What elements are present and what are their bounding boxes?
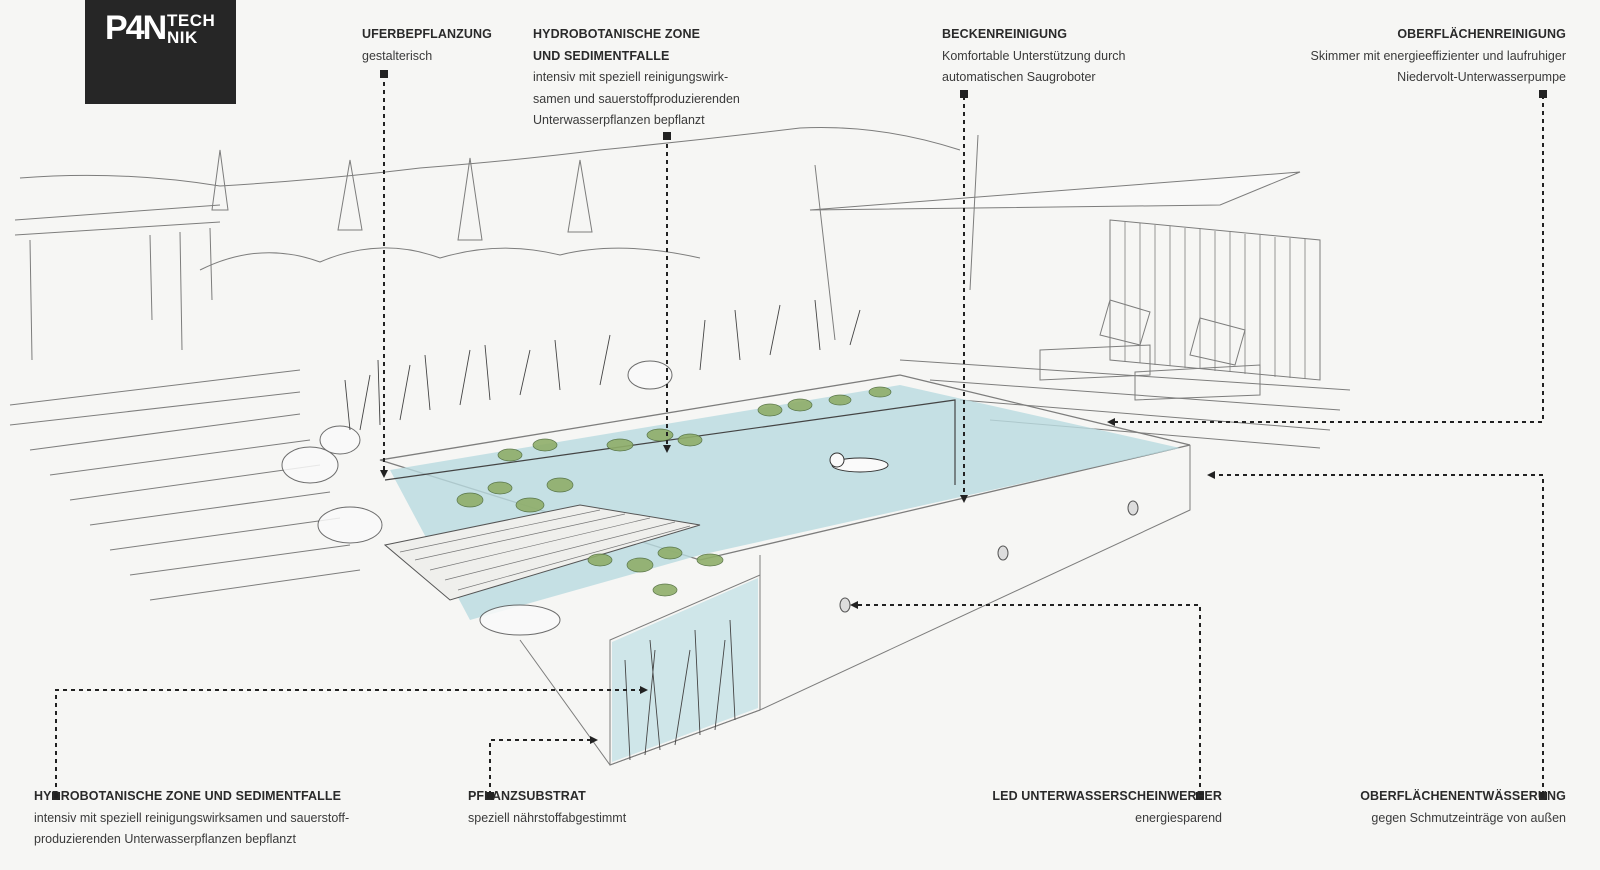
plant-box-water — [612, 578, 758, 762]
shade-sail — [809, 171, 1301, 211]
callout-desc: Komfortable Unterstützung durch automati… — [942, 48, 1126, 85]
logo-text: TECH NIK — [167, 11, 216, 47]
callout-uferbepflanzung: UFERBEPFLANZUNG gestalterisch — [362, 24, 492, 67]
callout-title: BECKENREINIGUNG — [942, 27, 1068, 41]
leader-oberflaechenreinigung — [1115, 95, 1544, 423]
callout-hydro-top: HYDROBOTANISCHE ZONE UND SEDIMENTFALLE i… — [533, 24, 773, 132]
callout-desc: energiesparend — [1135, 810, 1222, 825]
callout-title: LED UNTERWASSERSCHEINWERFER — [992, 789, 1222, 803]
callout-desc: Skimmer mit energieeffizienter und laufr… — [1310, 48, 1566, 85]
logo: P4N TECH NIK — [85, 0, 236, 104]
pergola — [14, 204, 221, 361]
hedge — [199, 247, 701, 271]
callout-desc: intensiv mit speziell reinigungswirk- sa… — [533, 70, 740, 127]
logo-mark: P4N — [105, 9, 167, 47]
callout-title: OBERFLÄCHENREINIGUNG — [1397, 27, 1566, 41]
callout-title: OBERFLÄCHENENTWÄSSERUNG — [1360, 789, 1566, 803]
callout-title: UFERBEPFLANZUNG — [362, 27, 492, 41]
callout-title: PFLANZSUBSTRAT — [468, 789, 586, 803]
callout-oberflaechenentwaesserung: OBERFLÄCHENENTWÄSSERUNG gegen Schmutzein… — [1300, 786, 1566, 829]
hill-line — [19, 126, 961, 187]
wood-screen — [1109, 219, 1321, 381]
swimmer — [829, 452, 889, 473]
reeds — [344, 299, 861, 431]
callout-title: HYDROBOTANISCHE ZONE UND SEDIMENTFALLE — [533, 27, 701, 63]
wooden-jetty — [383, 504, 701, 601]
leader-led — [858, 604, 1201, 795]
callout-desc: speziell nährstoffabgestimmt — [468, 810, 627, 825]
callout-hydro-bottom: HYDROBOTANISCHE ZONE UND SEDIMENTFALLE i… — [34, 786, 434, 851]
callout-oberflaechenreinigung: OBERFLÄCHENREINIGUNG Skimmer mit energie… — [1250, 24, 1566, 89]
leader-pflanzsubstrat — [489, 739, 590, 795]
tree — [211, 149, 593, 241]
callout-title: HYDROBOTANISCHE ZONE UND SEDIMENTFALLE — [34, 789, 342, 803]
callout-led: LED UNTERWASSERSCHEINWERFER energiespare… — [940, 786, 1222, 829]
leader-entwaesserung — [1215, 474, 1544, 795]
callout-beckenreinigung: BECKENREINIGUNG Komfortable Unterstützun… — [942, 24, 1202, 89]
lounger — [1134, 317, 1261, 401]
sail-post — [814, 134, 979, 341]
callout-desc: gestalterisch — [362, 48, 433, 63]
callout-pflanzsubstrat: PFLANZSUBSTRAT speziell nährstoffabgesti… — [468, 786, 708, 829]
callout-desc: gegen Schmutzeinträge von außen — [1371, 810, 1566, 825]
lounger — [1039, 299, 1151, 381]
pool-water — [390, 385, 1180, 620]
left-deck — [9, 369, 361, 601]
callout-desc: intensiv mit speziell reinigungswirksame… — [34, 810, 350, 847]
right-deck — [899, 359, 1351, 449]
underwater-plants — [624, 619, 736, 761]
plant-cut-box — [609, 574, 761, 766]
leader-hydro-bottom — [55, 689, 640, 795]
